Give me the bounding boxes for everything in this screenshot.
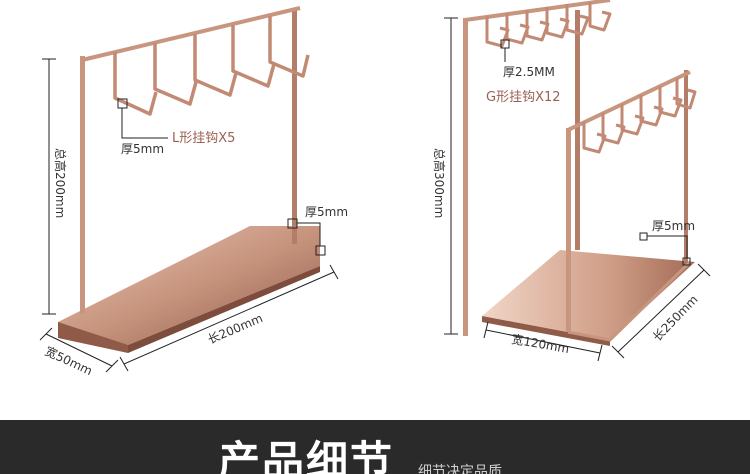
- left-width-dim-line: [45, 333, 113, 367]
- left-base-thickness: 厚5mm: [305, 205, 348, 219]
- right-stand-tall-top-bar: [464, 0, 611, 22]
- left-hook-thickness: 厚5mm: [121, 142, 164, 156]
- left-length-dim-tick-b: [329, 264, 339, 280]
- left-base-callout-line: [297, 222, 321, 246]
- right-stand-short-top-bar: [567, 70, 691, 132]
- right-side-thickness: 厚5mm: [652, 219, 695, 233]
- right-stand-short-post-left: [566, 128, 571, 332]
- banner-title: 产品细节: [218, 437, 395, 474]
- right-stand-base: [482, 250, 695, 340]
- right-top-thickness: 厚2.5MM: [503, 65, 555, 79]
- left-length-dim-line: [123, 271, 335, 365]
- right-stand-top-hooks: [485, 2, 612, 48]
- right-length-label: 长250mm: [650, 292, 701, 344]
- right-height-label: 总高300mm: [432, 148, 447, 218]
- right-stand-tall-post-left: [463, 18, 468, 336]
- left-stand-base: [58, 226, 320, 345]
- right-width-dim-tick-a: [483, 321, 489, 339]
- right-width-dim-tick-b: [597, 344, 603, 362]
- right-side-callout-box-top: [639, 232, 648, 241]
- left-hook-callout-line: [121, 108, 168, 139]
- left-stand-post-left: [80, 56, 85, 314]
- right-side-callout-box-bottom: [682, 257, 691, 266]
- left-stand-hooks: [113, 16, 310, 116]
- banner-subtitle: 细节决定品质: [418, 464, 502, 474]
- left-stand-base-edge: [58, 322, 128, 353]
- right-width-dim-line: [485, 329, 601, 354]
- right-stand-tall-post-right: [575, 10, 580, 250]
- right-length-dim-tick-a: [611, 345, 625, 359]
- right-side-callout-line: [647, 235, 688, 258]
- left-width-label: 宽50mm: [43, 343, 95, 378]
- right-stand-base-edge: [482, 316, 610, 346]
- right-length-dim-line: [617, 269, 705, 353]
- left-stand: L形挂钩X5 厚5mm 厚5mm 总高200mm 宽50mm 长200mm: [39, 6, 348, 378]
- right-length-dim-tick-b: [697, 263, 711, 277]
- left-width-dim-tick-a: [39, 327, 53, 341]
- left-base-callout-box-bottom: [315, 245, 326, 256]
- right-stand: 厚2.5MM G形挂钩X12 厚5mm 总高300mm 宽120mm 长250m…: [432, 0, 711, 362]
- left-height-label: 总高200mm: [53, 148, 68, 218]
- product-details-banner: 产品细节 细节决定品质: [0, 420, 750, 474]
- left-width-dim-tick-b: [105, 359, 119, 373]
- right-stand-short-post-right: [684, 70, 688, 262]
- right-stand-lower-hooks: [582, 78, 697, 154]
- right-stand-side-frame: [567, 260, 692, 342]
- left-stand-top-bar: [81, 6, 301, 62]
- right-hook-label: G形挂钩X12: [486, 90, 561, 105]
- left-hook-label: L形挂钩X5: [172, 131, 235, 146]
- left-stand-base-front: [128, 266, 320, 353]
- left-length-dim-tick-a: [119, 356, 129, 372]
- left-stand-post-right: [292, 8, 297, 244]
